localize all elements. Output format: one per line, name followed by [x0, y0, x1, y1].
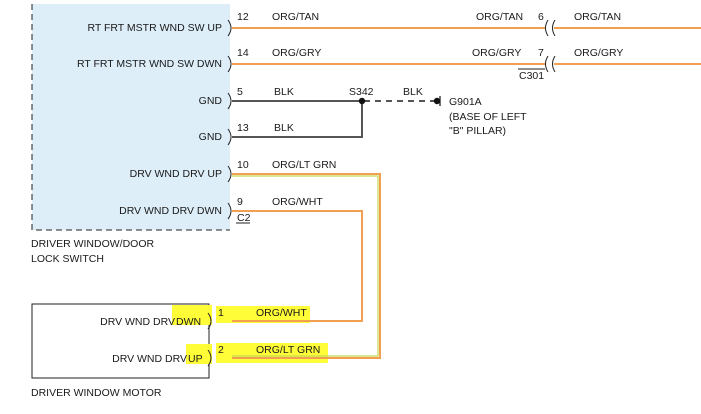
c301-wire-label-6: ORG/TAN: [574, 11, 621, 23]
switch-pin-label-9: DRV WND DRV DWN: [119, 205, 222, 217]
switch-name-line1: DRIVER WINDOW/DOOR: [31, 238, 154, 250]
motor-body: [31, 303, 210, 379]
switch-pin-number-5: 5: [237, 86, 243, 98]
motor-name: DRIVER WINDOW MOTOR: [31, 387, 162, 399]
wire-9-to-motor-1: [232, 210, 363, 322]
switch-pin-label-13: GND: [199, 131, 223, 143]
switch-pin-number-12: 12: [237, 11, 249, 23]
wire-10-to-motor-2: [232, 173, 381, 359]
motor-pin-number-1: 1: [218, 307, 224, 319]
switch-name-line2: LOCK SWITCH: [31, 253, 104, 265]
switch-outline: [31, 4, 230, 231]
c301-pin7-female: [552, 55, 556, 73]
switch-pin-label-12: RT FRT MSTR WND SW UP: [87, 22, 222, 34]
motor-pin-label-2a: DRV WND DRV: [112, 353, 187, 365]
highlight-motor-up-label: [186, 344, 212, 364]
c301-pin6-female: [552, 19, 556, 37]
switch-pin-number-13: 13: [237, 122, 249, 134]
splice-s342-dot: [358, 97, 366, 105]
motor-wire-label-1: ORG/WHT: [256, 307, 307, 319]
switch-pin-number-10: 10: [237, 159, 249, 171]
wire-13: [232, 101, 363, 138]
c301-connector-label: C301: [519, 70, 544, 82]
highlight-wire-1: [216, 306, 310, 323]
splice-s342-label: S342: [349, 86, 374, 98]
switch-pin-label-5: GND: [199, 95, 223, 107]
wire-label-10: ORG/LT GRN: [272, 159, 336, 171]
switch-pin-label-14: RT FRT MSTR WND SW DWN: [77, 58, 222, 70]
highlight-motor-dwn-label: [172, 305, 212, 325]
wire-label-14-c301: ORG/GRY: [472, 47, 521, 59]
ground-location-line2: "B" PILLAR): [449, 125, 506, 137]
c301-pin7-male: [545, 55, 549, 73]
ground-location-line1: (BASE OF LEFT: [449, 111, 527, 123]
switch-pin-number-14: 14: [237, 47, 249, 59]
wire-10-stripe: [232, 175, 379, 357]
motor-pin-label-1b: DWN: [176, 316, 201, 328]
switch-connector-c2: C2: [237, 212, 251, 224]
motor-pin-label-2b: UP: [188, 353, 203, 365]
switch-pin-number-9: 9: [237, 196, 243, 208]
ground-g901a-label: G901A: [449, 96, 482, 108]
motor-wire-label-2: ORG/LT GRN: [256, 344, 320, 356]
wire-label-9: ORG/WHT: [272, 196, 323, 208]
ground-g901a-dot: [433, 97, 441, 105]
switch-body: [32, 4, 230, 230]
wire-label-14: ORG/GRY: [272, 47, 321, 59]
motor-pin-number-2: 2: [218, 344, 224, 356]
c301-pin6-male: [545, 19, 549, 37]
motor-pin-brackets: [207, 312, 212, 367]
motor-pin-label-1a: DRV WND DRV: [100, 316, 175, 328]
wire-label-ground: BLK: [403, 86, 423, 98]
c301-pin-7: 7: [538, 47, 544, 59]
switch-pin-brackets: [227, 19, 232, 220]
wire-label-5: BLK: [274, 86, 294, 98]
wire-label-12: ORG/TAN: [272, 11, 319, 23]
c301-pin-6: 6: [538, 11, 544, 23]
switch-pin-label-10: DRV WND DRV UP: [130, 168, 222, 180]
wire-label-12-c301: ORG/TAN: [476, 11, 523, 23]
c301-wire-label-7: ORG/GRY: [574, 47, 623, 59]
wire-label-13: BLK: [274, 122, 294, 134]
